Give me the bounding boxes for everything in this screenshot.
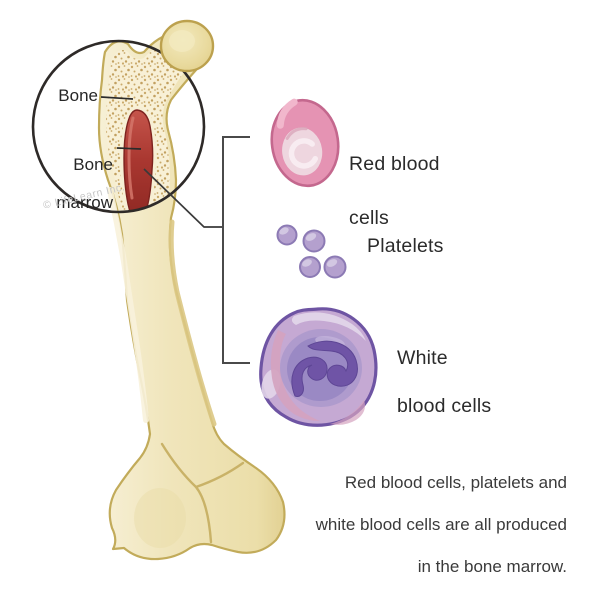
connector-line xyxy=(143,168,223,228)
red-blood-cells-label-line1: Red blood xyxy=(349,153,440,175)
bone-marrow-label: Bone marrow xyxy=(20,136,113,231)
wbc-nucleus-lower-lobe xyxy=(291,356,328,397)
platelet xyxy=(276,224,298,246)
caption-line3: in the bone marrow. xyxy=(417,557,567,576)
bone-label: Bone xyxy=(58,86,98,105)
platelets-label: Platelets xyxy=(367,235,444,257)
magnifier-circle xyxy=(31,39,206,214)
red-blood-cell-illustration xyxy=(270,98,340,188)
wbc-nucleus-upper-lobe xyxy=(307,340,358,387)
caption: Red blood cells, platelets and white blo… xyxy=(260,451,567,589)
condyle-crease-right xyxy=(194,461,245,489)
platelet xyxy=(302,229,326,253)
leader-line-marrow xyxy=(116,147,142,150)
condyle-shading xyxy=(134,488,186,548)
bone-marrow-label-line1: Bone xyxy=(73,155,113,174)
shaft-highlight-edge xyxy=(107,187,149,423)
red-blood-cells-label: Red blood cells xyxy=(349,124,440,259)
white-blood-cells-label-line2: blood cells xyxy=(397,395,492,417)
bracket xyxy=(222,136,250,364)
bone-head xyxy=(159,19,215,73)
caption-line2: white blood cells are all produced xyxy=(315,515,567,534)
platelet xyxy=(323,255,347,279)
white-blood-cells-label-line1: White xyxy=(397,347,448,369)
marrow-highlight xyxy=(127,116,135,200)
bone-marrow-label-line2: marrow xyxy=(56,193,113,212)
leader-line-bone xyxy=(100,96,134,100)
platelet xyxy=(299,256,321,278)
caption-line1: Red blood cells, platelets and xyxy=(344,473,567,492)
bone-cross-section xyxy=(106,41,193,212)
white-blood-cells-label: White blood cells xyxy=(397,322,491,442)
red-blood-cells-label-line2: cells xyxy=(349,207,390,229)
white-blood-cell-illustration xyxy=(259,307,378,427)
platelets-illustration xyxy=(276,224,347,279)
shaft-shadow-edge xyxy=(168,219,217,427)
